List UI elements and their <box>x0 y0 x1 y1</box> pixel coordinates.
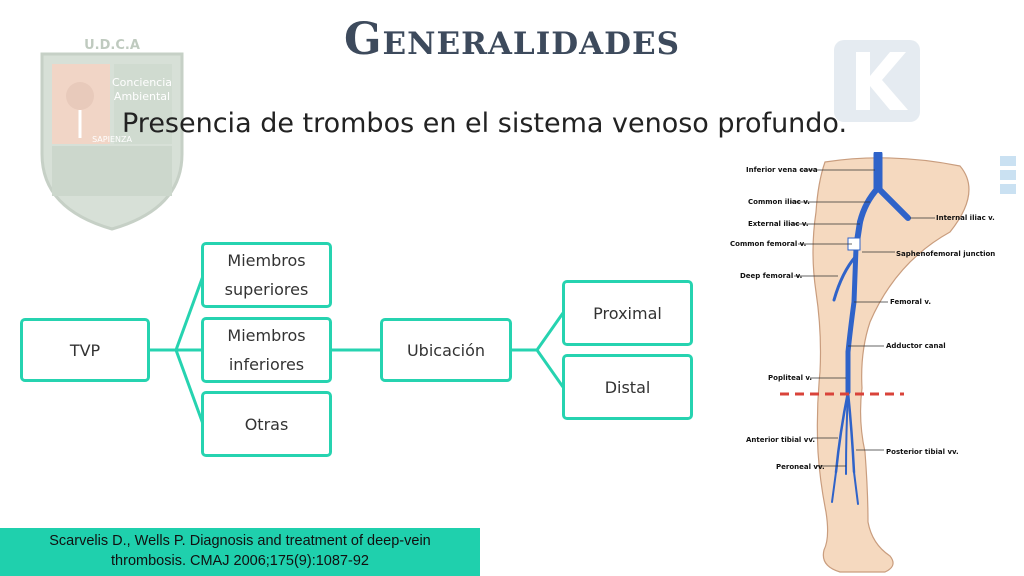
diagram-node-tvp: TVP <box>20 318 150 382</box>
diagram-node-distal: Distal <box>562 354 693 420</box>
logo-right-line2: Ambiental <box>114 90 170 103</box>
label-posterior-tibial: Posterior tibial vv. <box>886 448 959 456</box>
label-saphenofemoral: Saphenofemoral junction <box>896 250 995 258</box>
node-label: Otras <box>244 414 289 434</box>
label-femoral: Femoral v. <box>890 298 931 306</box>
citation-line-2: thrombosis. CMAJ 2006;175(9):1087-92 <box>111 553 369 569</box>
slide-title: Generalidades <box>343 14 681 65</box>
logo-right-line1: Conciencia <box>112 76 172 89</box>
label-deep-femoral: Deep femoral v. <box>740 272 802 280</box>
connector-ubicacion-proximal <box>511 312 565 352</box>
k-logo-watermark-fragment <box>1000 156 1016 194</box>
node-label: Proximal <box>593 303 662 323</box>
university-logo-watermark: U.D.C.A Conciencia Ambiental SAPIENZA <box>40 38 184 231</box>
logo-banner: SAPIENZA <box>92 135 132 144</box>
logo-top-text: U.D.C.A <box>84 38 140 53</box>
connector-tvp-superiores <box>150 275 205 352</box>
diagram-node-miembros-superiores: Miembros superiores <box>201 242 332 308</box>
label-peroneal: Peroneal vv. <box>776 463 825 471</box>
diagram-node-ubicacion: Ubicación <box>380 318 512 382</box>
citation-line-1: Scarvelis D., Wells P. Diagnosis and tre… <box>49 533 431 549</box>
connector-tvp-otras <box>150 348 205 425</box>
diagram-node-proximal: Proximal <box>562 280 693 346</box>
node-label: TVP <box>69 340 101 360</box>
citation-box: Scarvelis D., Wells P. Diagnosis and tre… <box>0 528 480 576</box>
label-common-iliac: Common iliac v. <box>748 198 810 206</box>
label-internal-iliac: Internal iliac v. <box>936 214 995 222</box>
node-label: Distal <box>604 377 651 397</box>
label-external-iliac: External iliac v. <box>748 220 809 228</box>
k-logo-watermark <box>834 40 920 122</box>
label-anterior-tibial: Anterior tibial vv. <box>746 436 815 444</box>
label-inferior-vena-cava: Inferior vena cava <box>746 166 818 174</box>
label-common-femoral: Common femoral v. <box>730 240 806 248</box>
slide-subtitle: Presencia de trombos en el sistema venos… <box>122 108 848 139</box>
node-label: Miembros inferiores <box>227 326 306 374</box>
connector-ubicacion-distal <box>511 348 565 388</box>
label-popliteal: Popliteal v. <box>768 374 812 382</box>
diagram-node-miembros-inferiores: Miembros inferiores <box>201 317 332 383</box>
leg-vein-anatomy-figure: Inferior vena cava Common iliac v. Exter… <box>730 152 995 573</box>
label-adductor-canal: Adductor canal <box>886 342 946 350</box>
diagram-node-otras: Otras <box>201 391 332 457</box>
node-label: Ubicación <box>406 340 486 360</box>
node-label: Miembros superiores <box>224 251 309 299</box>
